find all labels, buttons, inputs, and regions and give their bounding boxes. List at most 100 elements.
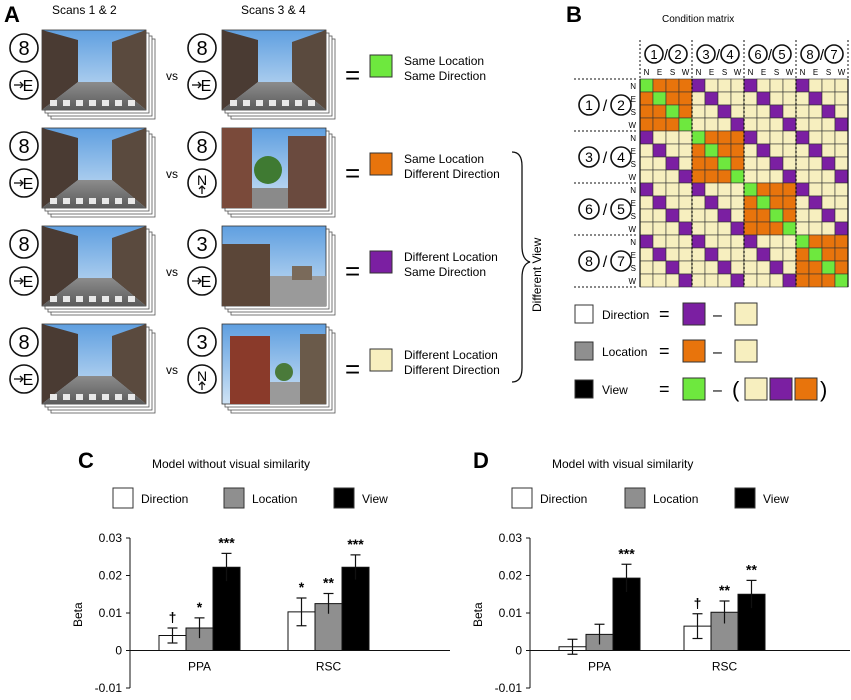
- x-category-label: PPA: [588, 660, 611, 674]
- matrix-col-dir: W: [786, 68, 794, 77]
- building-left: [222, 244, 270, 306]
- crosswalk-stripe: [89, 296, 96, 302]
- panel-c-letter: C: [78, 448, 94, 473]
- matrix-cell: [717, 208, 732, 223]
- location-circle: [9, 33, 39, 63]
- crosswalk-stripe: [89, 100, 96, 106]
- matrix-cell: [691, 143, 706, 158]
- matrix-row-dir: E: [631, 95, 636, 104]
- matrix-cell: [782, 221, 797, 236]
- matrix-cell: [808, 247, 823, 262]
- legend-swatch: [769, 377, 793, 401]
- matrix-col-dir: S: [774, 68, 779, 77]
- matrix-cell: [652, 156, 667, 171]
- street-photo: [221, 323, 327, 405]
- arrowhead-icon: [197, 81, 202, 89]
- matrix-cell: [704, 117, 719, 132]
- location-circle: [610, 146, 632, 168]
- matrix-cell: [821, 260, 836, 275]
- panel-d-letter: D: [473, 448, 489, 473]
- building-left: [230, 336, 270, 404]
- crosswalk-stripe: [63, 296, 70, 302]
- matrix-cell: [665, 221, 680, 236]
- matrix-cell: [795, 221, 810, 236]
- matrix-cell: [743, 156, 758, 171]
- matrix-col-dir: N: [644, 68, 650, 77]
- matrix-cell: [678, 169, 693, 184]
- panel-d-title: Model with visual similarity: [552, 457, 693, 471]
- matrix-cell: [834, 247, 849, 262]
- matrix-row-dir: S: [631, 264, 636, 273]
- matrix-cell: [821, 117, 836, 132]
- matrix-cell: [691, 130, 706, 145]
- matrix-cell: [639, 208, 654, 223]
- matrix-legend: Direction=–Location=–View=–(): [574, 302, 827, 402]
- matrix-row-dir: N: [630, 82, 636, 91]
- legend-key-box: [574, 379, 594, 399]
- location-number: 8: [585, 253, 593, 269]
- y-tick-label: 0.01: [499, 606, 523, 620]
- matrix-cell: [795, 78, 810, 93]
- location-number: 1: [650, 47, 657, 62]
- condition-label-line2: Same Direction: [404, 69, 486, 83]
- matrix-cell: [730, 208, 745, 223]
- location-number: 3: [585, 149, 593, 165]
- matrix-col-group-header: 8/7: [800, 44, 844, 64]
- vs-label: vs: [166, 69, 178, 83]
- y-tick-label: 0.02: [499, 569, 523, 583]
- direction-circle: [9, 168, 39, 198]
- arrowhead-icon: [19, 179, 24, 187]
- significance-marker: ***: [347, 536, 364, 552]
- direction-letter: N: [197, 172, 207, 188]
- matrix-cell: [639, 195, 654, 210]
- bar-legend-swatch: [223, 487, 245, 509]
- vs-label: vs: [166, 363, 178, 377]
- legend-label: Location: [602, 345, 647, 359]
- y-tick-label: 0.03: [99, 531, 123, 545]
- crosswalk-stripe: [63, 198, 70, 204]
- matrix-cell: [665, 143, 680, 158]
- matrix-row-dir: E: [631, 251, 636, 260]
- location-number: 8: [806, 47, 813, 62]
- matrix-cell: [704, 260, 719, 275]
- matrix-cell: [756, 260, 771, 275]
- y-axis-label: Beta: [471, 602, 485, 627]
- matrix-cell: [704, 195, 719, 210]
- distant-building: [292, 266, 312, 280]
- matrix-cell: [821, 234, 836, 249]
- matrix-col-dir: E: [761, 68, 766, 77]
- matrix-cell: [704, 247, 719, 262]
- crosswalk-stripe: [128, 394, 135, 400]
- matrix-cell: [743, 78, 758, 93]
- matrix-cell: [730, 117, 745, 132]
- matrix-row-dir: E: [631, 147, 636, 156]
- matrix-cell: [678, 260, 693, 275]
- matrix-cell: [743, 273, 758, 288]
- significance-marker: *: [197, 599, 203, 615]
- matrix-cell: [730, 234, 745, 249]
- matrix-cell: [691, 156, 706, 171]
- direction-letter: E: [23, 372, 34, 389]
- matrix-cell: [769, 169, 784, 184]
- matrix-cell: [678, 117, 693, 132]
- street-photo: [41, 225, 147, 307]
- matrix-cell: [808, 208, 823, 223]
- matrix-cell: [717, 169, 732, 184]
- matrix-cell: [756, 156, 771, 171]
- slash: /: [768, 47, 773, 64]
- crosswalk-stripe: [230, 100, 237, 106]
- matrix-cell: [808, 130, 823, 145]
- condition-label-line2: Different Direction: [404, 363, 500, 377]
- different-view-brace: [511, 151, 531, 383]
- matrix-cell: [821, 221, 836, 236]
- matrix-cell: [717, 91, 732, 106]
- legend-swatch: [734, 339, 758, 363]
- matrix-cell: [756, 182, 771, 197]
- matrix-cell: [639, 273, 654, 288]
- matrix-cell: [756, 169, 771, 184]
- matrix-cell: [756, 234, 771, 249]
- matrix-cell: [665, 169, 680, 184]
- matrix-cell: [769, 247, 784, 262]
- matrix-cell: [639, 143, 654, 158]
- matrix-cell: [808, 156, 823, 171]
